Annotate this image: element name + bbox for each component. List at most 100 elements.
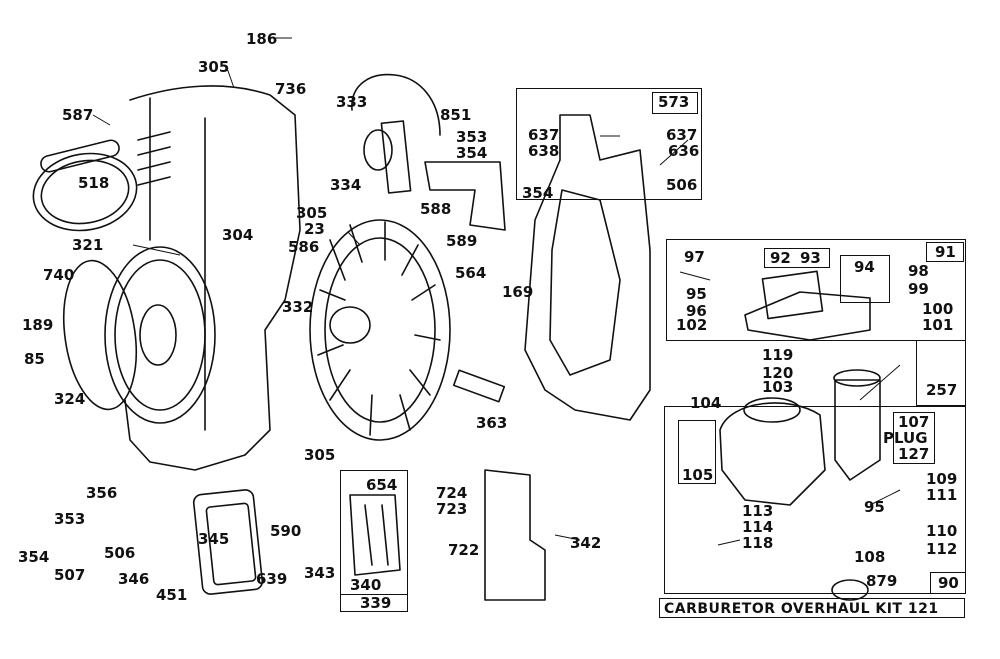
box-92-label: 92: [770, 249, 791, 267]
part-label: 119: [762, 346, 794, 364]
part-label: 639: [256, 570, 288, 588]
part-label: 112: [926, 540, 958, 558]
part-label: 518: [78, 174, 110, 192]
box-91: [666, 239, 966, 341]
part-label: 637: [666, 126, 698, 144]
part-label: 321: [72, 236, 104, 254]
box-107-label: 107: [898, 413, 930, 431]
part-label: 304: [222, 226, 254, 244]
box-127-label: 127: [898, 445, 930, 463]
caption-box: [659, 598, 965, 618]
part-label: 102: [676, 316, 708, 334]
box-93-label: 93: [800, 249, 821, 267]
starter-pulley: [104, 246, 216, 424]
part-label: 506: [666, 176, 698, 194]
part-label: 588: [420, 200, 452, 218]
part-label: 724: [436, 484, 468, 502]
part-label: 334: [330, 176, 362, 194]
part-label: 101: [922, 316, 954, 334]
part-label: 345: [198, 530, 230, 548]
box-92-93: [764, 248, 830, 268]
box-90-tag: [930, 572, 966, 594]
part-label: 111: [926, 486, 958, 504]
part-label: 353: [456, 128, 488, 146]
carburetor-kit-caption: CARBURETOR OVERHAUL KIT 121: [664, 601, 939, 617]
part-label: 346: [118, 570, 150, 588]
box-339-label: 339: [360, 594, 392, 612]
box-573-tag: [652, 92, 698, 114]
box-plug-label: PLUG: [883, 429, 928, 447]
part-label: 305: [296, 204, 328, 222]
box-90-label: 90: [938, 574, 959, 592]
box-257: [916, 340, 966, 406]
part-label: 85: [24, 350, 45, 368]
box-91-label: 91: [935, 243, 956, 261]
part-label: 451: [156, 586, 188, 604]
part-label: 118: [742, 534, 774, 552]
ignition-wire: [351, 73, 441, 136]
box-94: [840, 255, 890, 303]
box-573-label: 573: [658, 93, 690, 111]
float-bowl: [831, 579, 869, 601]
part-label: 736: [275, 80, 307, 98]
handle-shape: [40, 139, 120, 173]
part-label: 354: [522, 184, 554, 202]
part-label: 324: [54, 390, 86, 408]
armature: [380, 120, 412, 194]
part-label: 587: [62, 106, 94, 124]
part-label: 333: [336, 93, 368, 111]
blower-housing-shape: [124, 85, 301, 471]
box-105: [678, 420, 716, 484]
part-label: 740: [43, 266, 75, 284]
part-label: 114: [742, 518, 774, 536]
part-label: 589: [446, 232, 478, 250]
air-cleaner-cover: [192, 489, 264, 595]
part-label: 507: [54, 566, 86, 584]
part-label: 23: [304, 220, 325, 238]
part-label: 723: [436, 500, 468, 518]
part-label: 186: [246, 30, 278, 48]
control-panel-plate: [484, 469, 546, 601]
part-label: 104: [690, 394, 722, 412]
flywheel: [309, 219, 451, 441]
part-label: 332: [282, 298, 314, 316]
part-label: 586: [288, 238, 320, 256]
part-label: 654: [366, 476, 398, 494]
part-label: 108: [854, 548, 886, 566]
part-label: 340: [350, 576, 382, 594]
part-label: 110: [926, 522, 958, 540]
part-label: 98: [908, 262, 929, 280]
part-label: 356: [86, 484, 118, 502]
part-label: 99: [908, 280, 929, 298]
part-label: 169: [502, 283, 534, 301]
box-339-tag: [340, 594, 408, 612]
part-label: 353: [54, 510, 86, 528]
part-label: 590: [270, 522, 302, 540]
brake-bar: [452, 369, 506, 403]
part-label: 638: [528, 142, 560, 160]
part-label: 636: [668, 142, 700, 160]
part-label: 363: [476, 414, 508, 432]
pump-cover: [744, 291, 871, 341]
part-label: 722: [448, 541, 480, 559]
part-label: 564: [455, 264, 487, 282]
part-label: 96: [686, 302, 707, 320]
part-label: 109: [926, 470, 958, 488]
part-label: 305: [198, 58, 230, 76]
part-label: 95: [686, 285, 707, 303]
box-573: [516, 88, 702, 200]
part-label: 354: [18, 548, 50, 566]
part-label: 851: [440, 106, 472, 124]
part-label: 343: [304, 564, 336, 582]
part-label: 189: [22, 316, 54, 334]
box-91-tag: [926, 242, 964, 262]
box-94-label: 94: [854, 258, 875, 276]
stop-switch-bracket: [349, 494, 401, 576]
rotating-screen: [63, 259, 137, 411]
part-label: 637: [528, 126, 560, 144]
part-label: 342: [570, 534, 602, 552]
part-label: 100: [922, 300, 954, 318]
part-label: 97: [684, 248, 705, 266]
